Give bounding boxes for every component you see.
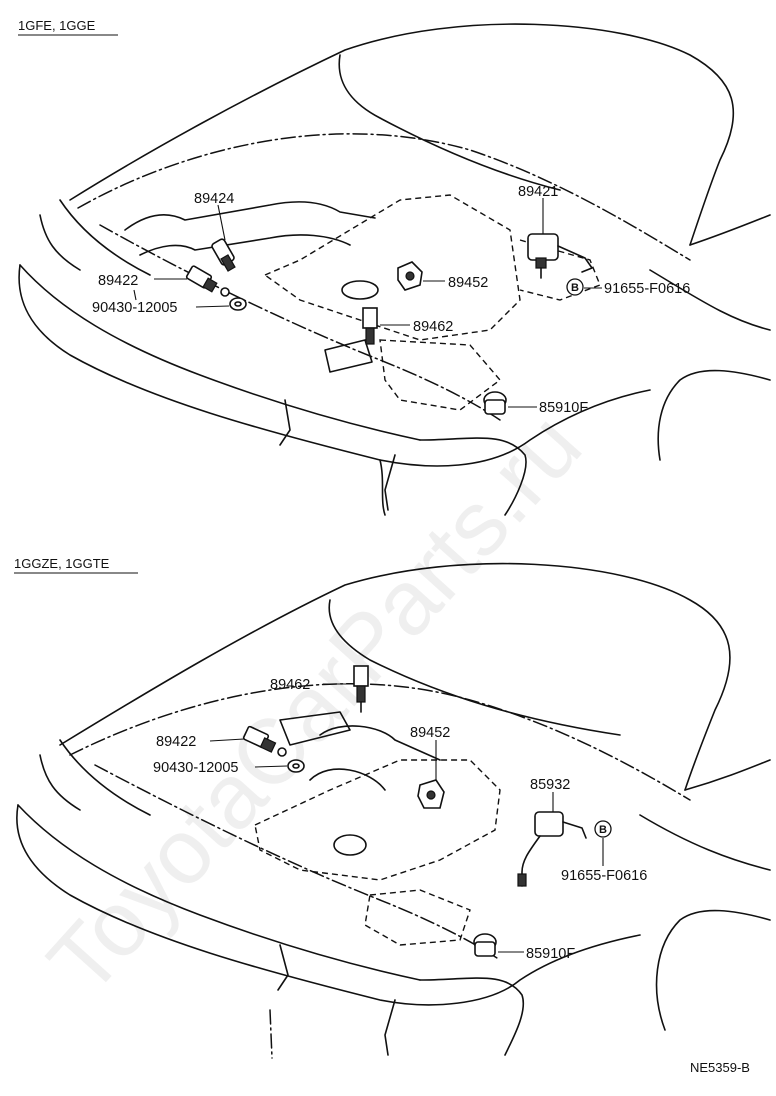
grille-top (39, 199, 396, 511)
leader-90430-b (254, 765, 288, 768)
chin-bottom (419, 977, 525, 1056)
marker-b-top (566, 278, 584, 296)
label-89462: 89462 (413, 319, 453, 335)
bumper-top (19, 264, 421, 441)
part-89462[interactable] (362, 307, 378, 345)
label-89462-b: 89462 (270, 677, 310, 693)
hood-dashed-top (77, 133, 691, 261)
body-front-bottom (16, 804, 641, 1006)
intake-tube-bottom (309, 725, 441, 791)
tstat-housing-top (324, 339, 373, 373)
part-89422-b[interactable] (242, 725, 287, 757)
grille-bottom (39, 739, 396, 1056)
label-89422: 89422 (98, 273, 138, 289)
section-bottom-title: 1GGZE, 1GGTE (14, 556, 110, 571)
part-90430-12005[interactable] (229, 297, 247, 311)
label-85910F-b: 85910F (526, 946, 575, 962)
engine-cover-bottom (364, 889, 471, 946)
label-89421: 89421 (518, 184, 558, 200)
part-85932[interactable] (517, 811, 587, 887)
label-89452: 89452 (448, 275, 488, 291)
intake-tube-lower-top (139, 234, 351, 256)
fender-top (649, 214, 771, 461)
label-90430-12005-b: 90430-12005 (153, 760, 238, 776)
engine-block-top (379, 339, 502, 411)
part-85910F[interactable] (483, 391, 507, 415)
washer-hole-bottom (292, 763, 300, 769)
hood-inner-top (338, 54, 561, 191)
chin-top (379, 437, 527, 516)
label-85932: 85932 (530, 777, 570, 793)
part-85910F-b[interactable] (473, 933, 497, 957)
label-85910F: 85910F (539, 400, 588, 416)
section-bottom: 1GGZE, 1GGTE 89462 8945 (14, 556, 771, 1059)
part-89452-b[interactable] (417, 779, 445, 809)
label-91655-F0616: 91655-F0616 (604, 281, 690, 297)
part-89421[interactable] (527, 233, 593, 279)
part-89452[interactable] (397, 261, 423, 291)
part-89424[interactable] (211, 238, 236, 272)
leader-89424 (217, 204, 226, 241)
part-89422[interactable] (185, 265, 230, 297)
body-front-top (18, 264, 651, 467)
engine-outline-bottom (254, 759, 501, 881)
section-top: 1GFE, 1GGE 89424 (18, 18, 771, 516)
washer-hole-top (234, 301, 242, 307)
oil-cap-bottom (333, 834, 367, 856)
label-91655-F0616-b: 91655-F0616 (561, 868, 647, 884)
radiator-dd-top (99, 224, 501, 421)
hood-top (69, 23, 735, 246)
part-89462-b[interactable] (353, 665, 369, 713)
throttle-body-top (341, 280, 379, 300)
marker-b-bottom-text: B (599, 824, 607, 836)
section-top-title: 1GFE, 1GGE (18, 18, 96, 33)
hood-inner-bottom (328, 599, 621, 736)
label-90430-12005: 90430-12005 (92, 300, 177, 316)
part-90430-12005-b[interactable] (287, 759, 305, 773)
label-89424: 89424 (194, 191, 234, 207)
vertical-dd-bottom (269, 1009, 273, 1059)
marker-b-bottom (594, 820, 612, 838)
plenum-bottom (279, 711, 351, 746)
hood-bottom (59, 562, 731, 791)
figure-code: NE5359-B (690, 1060, 750, 1075)
leader-89422-b (209, 738, 245, 742)
marker-b-top-text: B (571, 282, 579, 294)
label-89422-b: 89422 (156, 734, 196, 750)
fender-bottom (639, 759, 771, 1031)
leader-89422-arrow (133, 289, 137, 301)
engine-outline-top (263, 194, 521, 341)
bumper-bottom (17, 804, 421, 981)
leader-90430 (195, 305, 230, 308)
label-89452-b: 89452 (410, 725, 450, 741)
watermark: ToyotaCarParts.ru (29, 394, 601, 1013)
hood-dashed-bottom (69, 683, 691, 801)
intake-tube-top (124, 201, 376, 231)
